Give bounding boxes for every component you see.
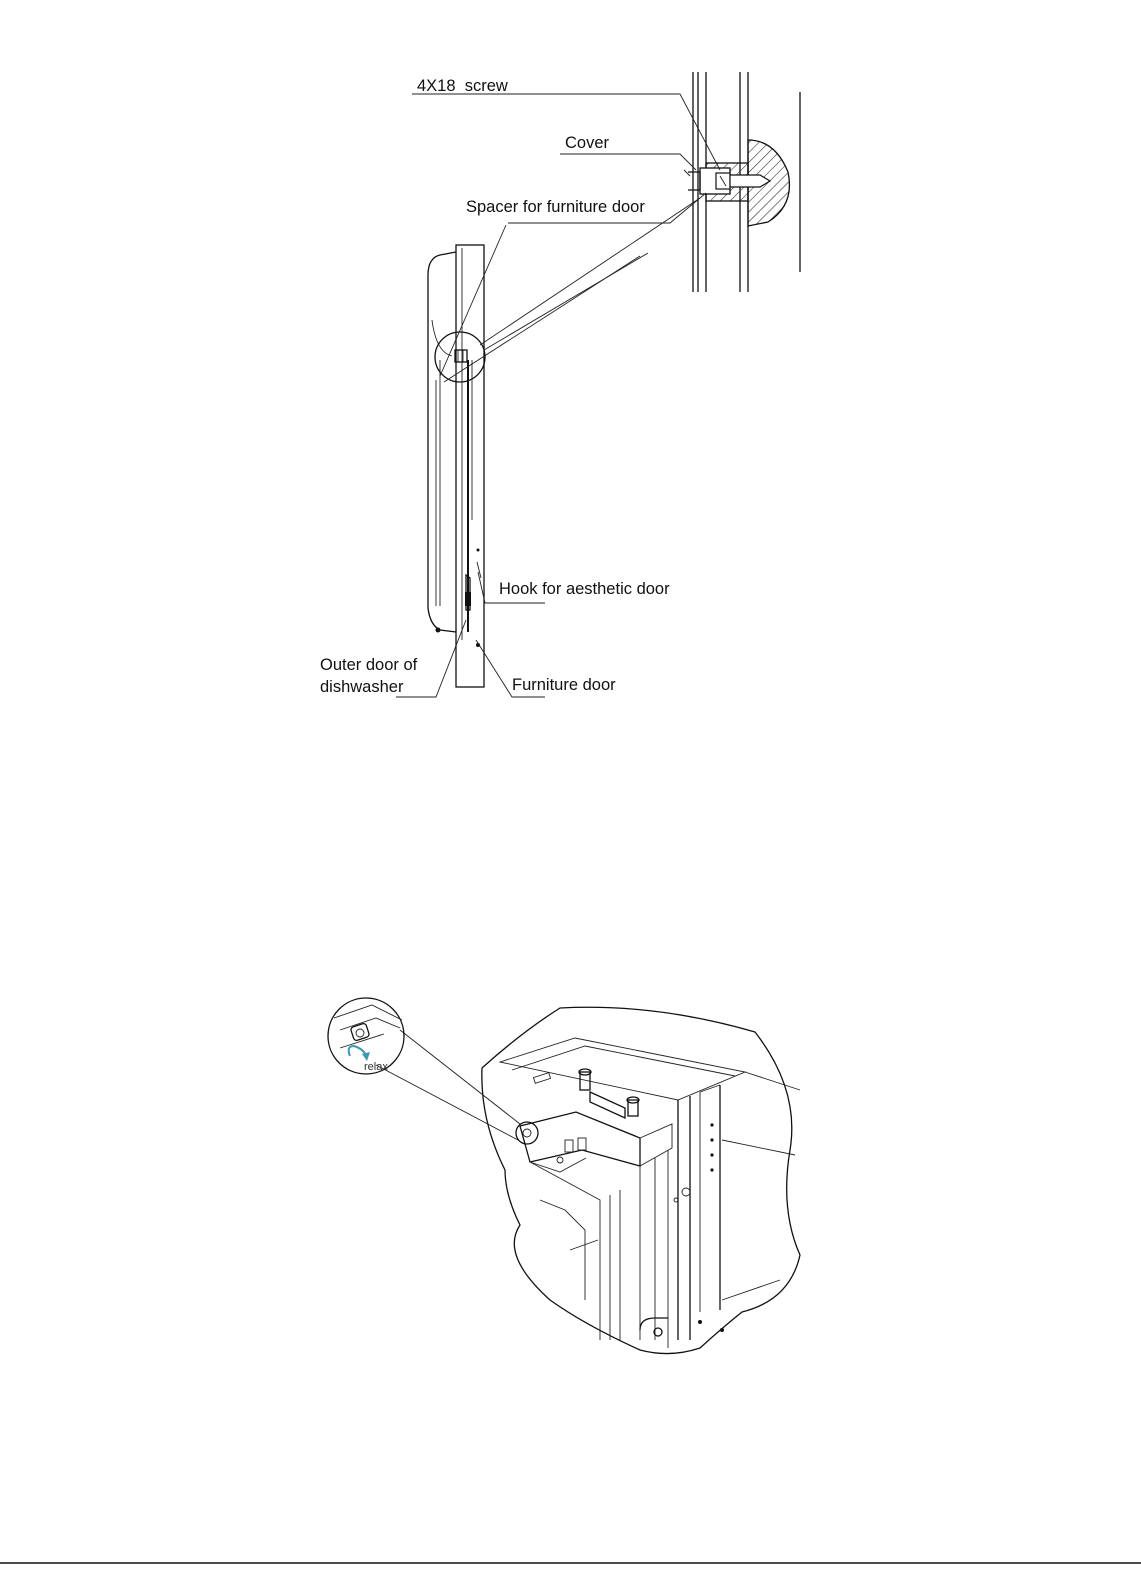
top-slot: [533, 1073, 550, 1084]
detail-circle: [435, 332, 485, 382]
mounting-bracket: [520, 1112, 672, 1172]
label-spacer: Spacer for furniture door: [466, 198, 645, 216]
side-panel: [530, 1162, 620, 1340]
screw-mark-small: [455, 350, 467, 362]
label-outer-door-line2: dishwasher: [320, 678, 404, 696]
adjustment-knobs: [579, 1069, 639, 1118]
bracket-detail-circle: [516, 1122, 538, 1144]
top-section-diagram: 4X18 screw Cover Spacer for furniture do…: [320, 72, 800, 697]
magnify-line-1: [480, 198, 700, 345]
furniture-door-panel: [456, 245, 484, 687]
appliance-top: [500, 1038, 745, 1100]
leader-lines: [396, 94, 720, 697]
label-hook: Hook for aesthetic door: [499, 580, 670, 598]
enlarged-detail: [684, 72, 800, 292]
frame-edges: [640, 1072, 800, 1348]
inset-line-1: [400, 1030, 520, 1124]
label-outer-door-line1: Outer door of: [320, 656, 418, 674]
inset-line-2: [376, 1065, 518, 1140]
label-cover: Cover: [565, 134, 610, 152]
label-furniture-door: Furniture door: [512, 676, 616, 694]
relax-arrow-icon: [349, 1046, 366, 1058]
label-relax: relax: [364, 1061, 388, 1073]
bottom-corner: [640, 1318, 724, 1336]
bottom-perspective-diagram: relax: [328, 998, 800, 1354]
label-screw: 4X18 screw: [417, 77, 508, 95]
dishwasher-outer-door: [428, 252, 480, 647]
torn-outline: [482, 1007, 800, 1353]
magnify-line-2: [484, 253, 648, 350]
